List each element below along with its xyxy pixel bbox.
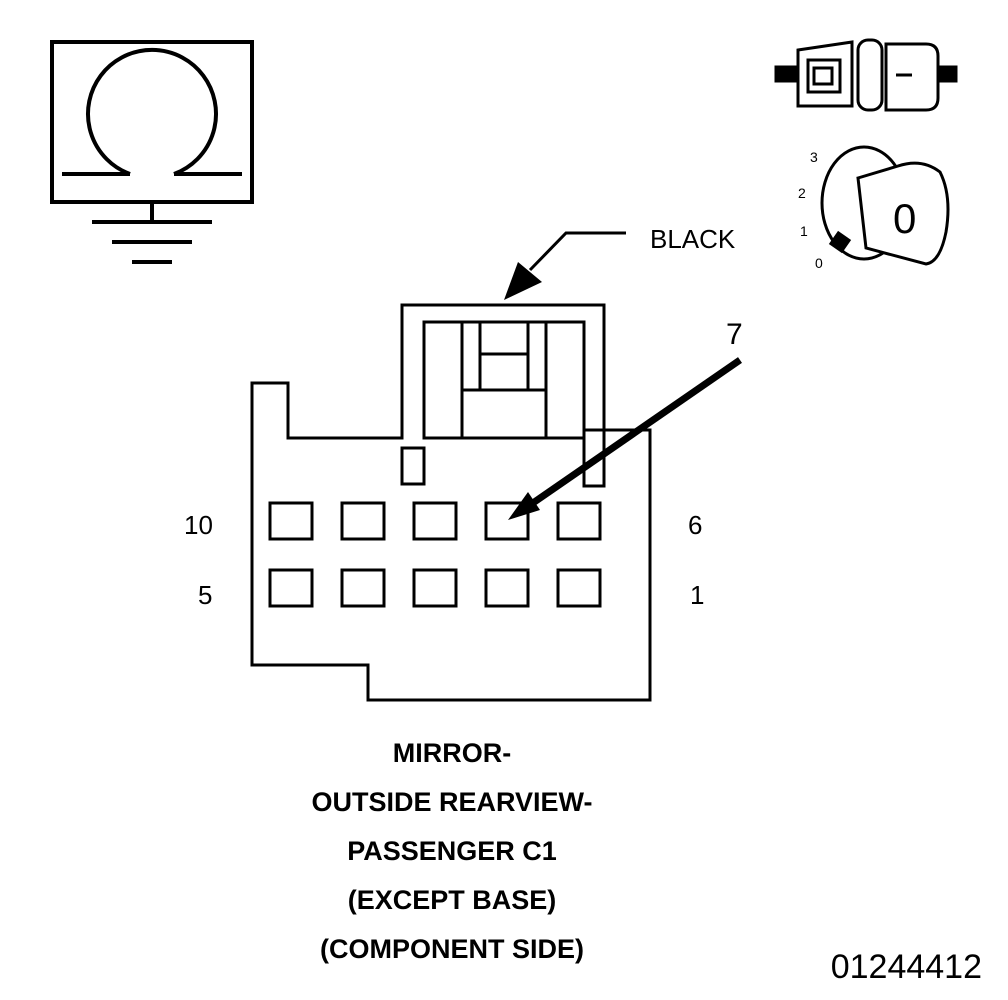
pin-cavity-6: [556, 501, 602, 541]
pin-number-6: 6: [688, 510, 702, 540]
ignition-position-2: 2: [798, 185, 806, 201]
ignition-key-icon: 3 2 1 0 0: [798, 145, 950, 271]
caption-line-3: PASSENGER C1: [347, 836, 557, 866]
connector-color-label: BLACK: [650, 224, 736, 254]
pin-cavities: [268, 501, 602, 608]
ohmmeter-ground-icon: [50, 40, 254, 264]
pin-number-5: 5: [198, 580, 212, 610]
callout-leader-line: [528, 357, 742, 508]
connector-plug-icon: [774, 38, 958, 112]
pin-cavity-1: [556, 568, 602, 608]
pin-cavity-2: [484, 568, 530, 608]
pin-cavity-5: [268, 568, 314, 608]
pin-cavity-9: [340, 501, 386, 541]
caption-line-2: OUTSIDE REARVIEW-: [312, 787, 593, 817]
pin-number-1: 1: [690, 580, 704, 610]
pin-cavity-4: [340, 568, 386, 608]
color-leader-arrowhead: [504, 262, 542, 300]
color-leader-line: [528, 231, 626, 272]
pin-cavity-3: [412, 568, 458, 608]
caption-line-4: (EXCEPT BASE): [348, 885, 557, 915]
pin-cavity-10: [268, 501, 314, 541]
pin-cavity-7: [484, 501, 530, 541]
callout-arrowhead: [508, 492, 540, 520]
caption-line-1: MIRROR-: [393, 738, 511, 768]
ignition-position-1: 1: [800, 223, 808, 239]
caption-line-5: (COMPONENT SIDE): [320, 934, 584, 964]
diagram-caption: MIRROR- OUTSIDE REARVIEW- PASSENGER C1 (…: [312, 738, 593, 964]
pin-cavity-8: [412, 501, 458, 541]
ignition-position-0: 0: [815, 255, 823, 271]
pin-number-10: 10: [184, 510, 213, 540]
figure-id: 01244412: [831, 948, 982, 986]
ignition-key-label: 0: [893, 195, 916, 242]
callout-pin-label: 7: [726, 318, 743, 351]
ignition-position-3: 3: [810, 149, 818, 165]
